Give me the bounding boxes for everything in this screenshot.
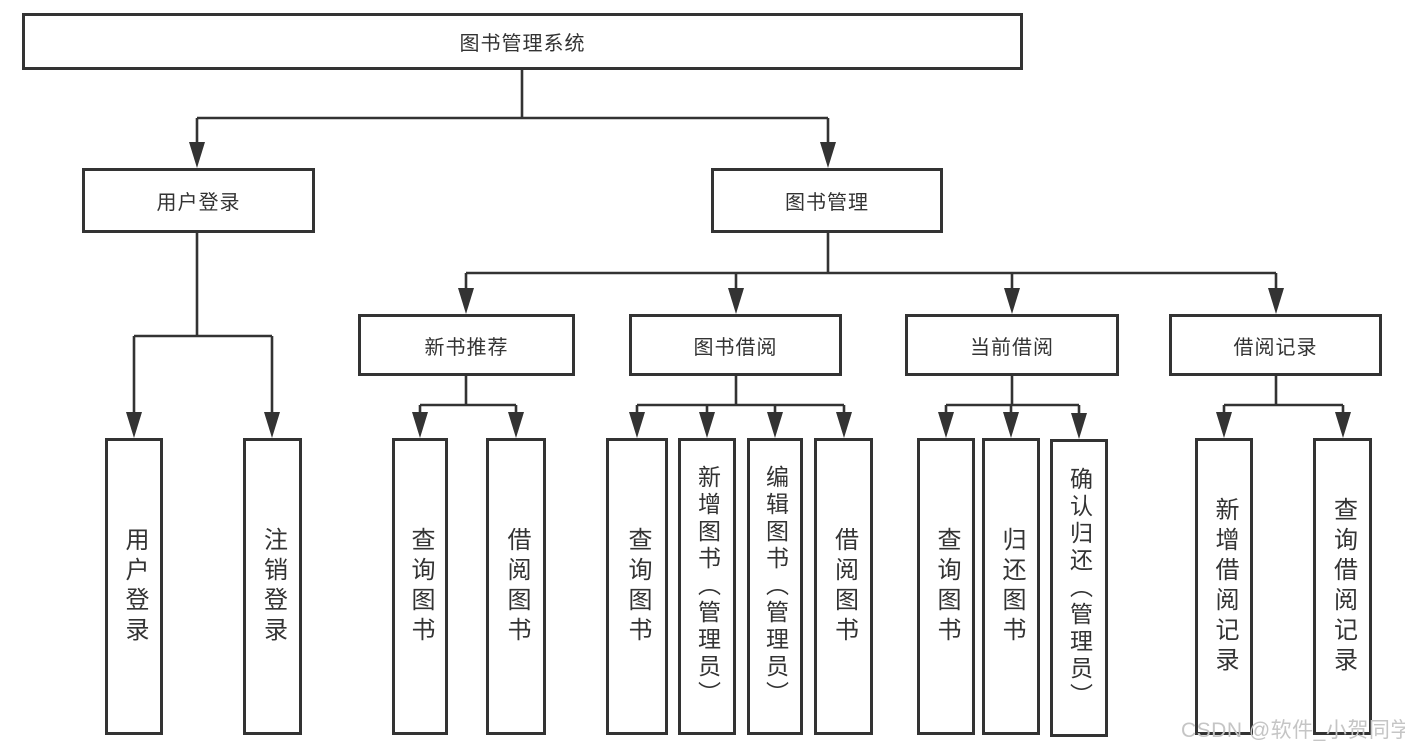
node-return-books: 归还图书 (982, 438, 1040, 735)
node-confirm-return-admin: 确认归还（管理员） (1050, 439, 1108, 737)
node-edit-books-admin: 编辑图书（管理员） (747, 438, 803, 735)
node-borrow-books-recommend: 借阅图书 (486, 438, 546, 735)
watermark-text: CSDN @软件_小贺同学 (1181, 719, 1405, 742)
node-add-borrow-record: 新增借阅记录 (1195, 438, 1253, 735)
node-query-books-current: 查询图书 (917, 438, 975, 735)
node-query-books-borrowing: 查询图书 (606, 438, 668, 735)
node-library-management-system: 图书管理系统 (22, 13, 1023, 70)
node-query-borrow-record: 查询借阅记录 (1313, 438, 1372, 735)
node-book-management-branch: 图书管理 (711, 168, 943, 233)
node-current-borrowing: 当前借阅 (905, 314, 1119, 376)
node-add-books-admin: 新增图书（管理员） (678, 438, 736, 735)
node-user-login: 用户登录 (105, 438, 163, 735)
node-borrow-books: 借阅图书 (814, 438, 873, 735)
node-user-login-branch: 用户登录 (82, 168, 315, 233)
node-query-books-recommend: 查询图书 (392, 438, 448, 735)
node-book-borrowing: 图书借阅 (629, 314, 842, 376)
node-logout: 注销登录 (243, 438, 302, 735)
node-borrowing-records: 借阅记录 (1169, 314, 1382, 376)
node-new-book-recommendation: 新书推荐 (358, 314, 575, 376)
